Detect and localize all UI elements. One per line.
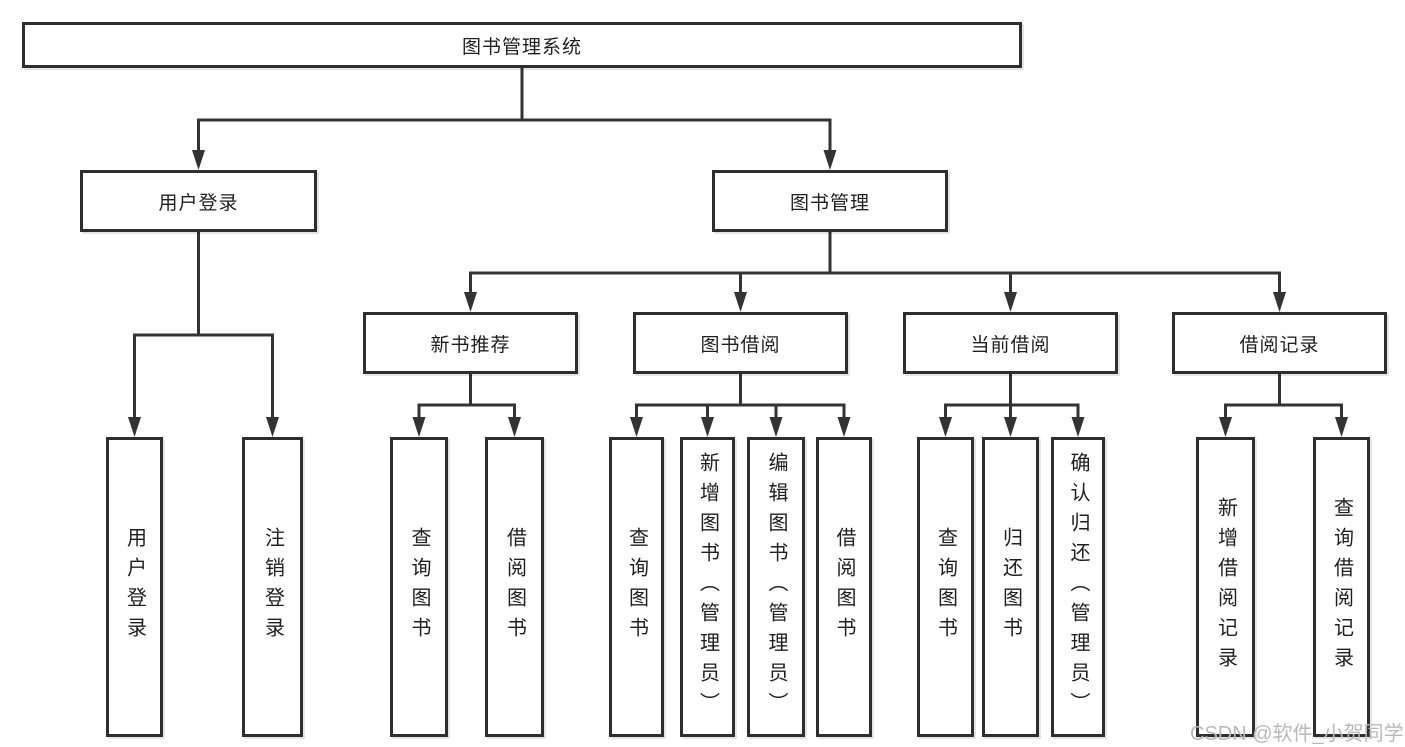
leaf-add-borrow-record: 新增借阅记录 xyxy=(1196,437,1255,737)
node-label: 编辑图书（管理员） xyxy=(765,452,787,722)
leaf-query-books-borrow: 查询图书 xyxy=(609,437,664,737)
leaf-return-books: 归还图书 xyxy=(982,437,1039,737)
node-label: 图书借阅 xyxy=(700,334,781,356)
leaf-borrow-books-recommend: 借阅图书 xyxy=(485,437,544,737)
leaf-query-books-recommend: 查询图书 xyxy=(390,437,448,737)
node-label: 注销登录 xyxy=(261,527,284,647)
csdn-watermark: CSDN @软件_小贺同学 xyxy=(1190,723,1404,745)
node-label: 借阅图书 xyxy=(833,527,855,647)
node-label: 新书推荐 xyxy=(430,334,511,356)
connector-new-book-branch xyxy=(417,374,516,419)
leaf-query-borrow-record: 查询借阅记录 xyxy=(1313,437,1370,737)
node-label: 当前借阅 xyxy=(970,334,1051,356)
connector-book-management-branch xyxy=(469,232,1281,294)
leaf-borrow-books: 借阅图书 xyxy=(816,437,872,737)
node-borrow-records: 借阅记录 xyxy=(1172,312,1387,374)
connector-current-borrow-branch xyxy=(944,374,1080,419)
node-label: 确认归还（管理员） xyxy=(1067,452,1089,722)
node-label: 借阅记录 xyxy=(1239,334,1320,356)
node-label: 图书管理 xyxy=(789,192,870,214)
leaf-edit-books-admin: 编辑图书（管理员） xyxy=(747,437,805,737)
arrowheads-level2 xyxy=(192,150,837,170)
arrowheads-book-borrow-leaves xyxy=(630,417,851,437)
arrowheads-current-borrow-leaves xyxy=(939,417,1085,437)
node-label: 新增图书（管理员） xyxy=(696,452,719,722)
node-user-login: 用户登录 xyxy=(80,170,317,232)
leaf-add-books-admin: 新增图书（管理员） xyxy=(680,437,735,737)
connector-book-borrow-branch xyxy=(635,374,846,419)
node-root-system: 图书管理系统 xyxy=(22,22,1022,68)
node-label: 新增借阅记录 xyxy=(1214,497,1237,677)
node-new-book-recommend: 新书推荐 xyxy=(363,312,578,374)
arrowheads-user-login-leaves xyxy=(128,417,279,437)
connector-user-login-branch xyxy=(133,232,274,419)
node-book-borrow: 图书借阅 xyxy=(633,312,848,374)
node-label: 查询图书 xyxy=(934,527,957,647)
node-label: 查询图书 xyxy=(408,527,430,647)
arrowheads-borrow-records-leaves xyxy=(1219,417,1348,437)
node-label: 查询借阅记录 xyxy=(1330,497,1353,677)
leaf-query-books-current: 查询图书 xyxy=(917,437,974,737)
leaf-logout-login: 注销登录 xyxy=(242,437,303,737)
connector-borrow-records-branch xyxy=(1224,374,1343,419)
leaf-user-login: 用户登录 xyxy=(106,437,163,737)
arrowheads-new-book-leaves xyxy=(412,417,521,437)
node-label: 用户登录 xyxy=(158,192,239,214)
node-label: 图书管理系统 xyxy=(461,36,582,58)
leaf-confirm-return-admin: 确认归还（管理员） xyxy=(1051,437,1105,737)
connector-root-to-level2 xyxy=(197,68,832,152)
node-book-management: 图书管理 xyxy=(712,170,948,232)
node-label: 查询图书 xyxy=(625,527,648,647)
node-current-borrow: 当前借阅 xyxy=(903,312,1118,374)
node-label: 借阅图书 xyxy=(503,527,526,647)
arrowheads-level3 xyxy=(464,292,1286,312)
node-label: 归还图书 xyxy=(999,527,1022,647)
node-label: 用户登录 xyxy=(123,527,146,647)
